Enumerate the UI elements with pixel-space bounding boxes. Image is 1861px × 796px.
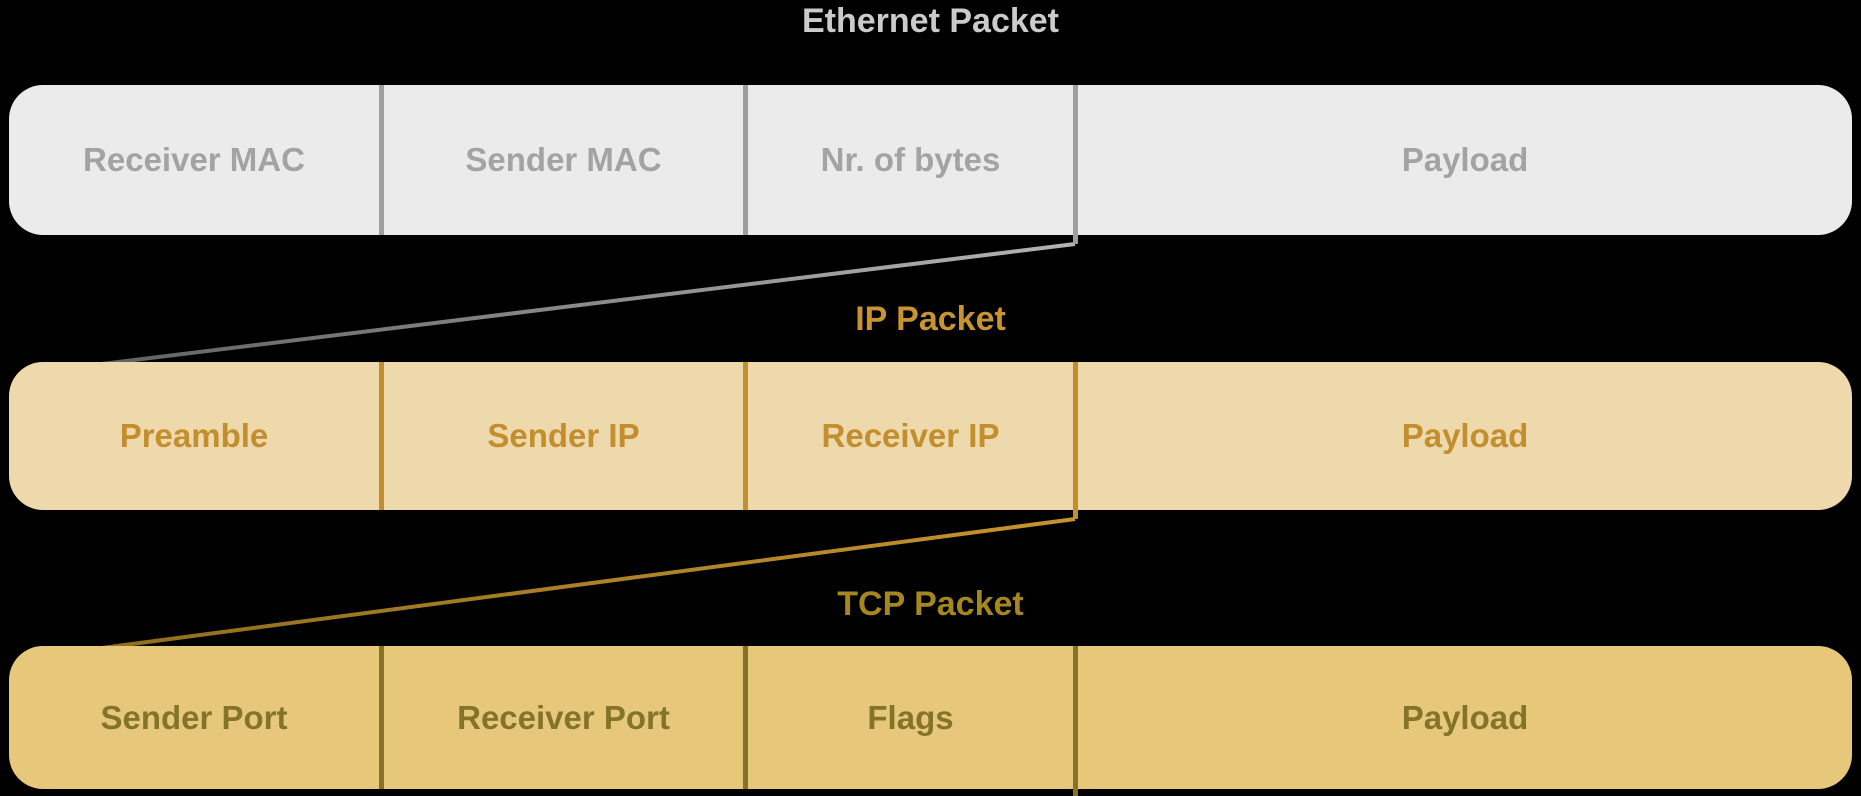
field-preamble: Preamble: [119, 417, 269, 454]
field-sender-mac: Sender MAC: [465, 141, 662, 178]
field-sender-ip: Sender IP: [487, 417, 640, 454]
ip-packet-bar: Preamble Sender IP Receiver IP Payload: [9, 362, 1852, 519]
field-divider: [1073, 646, 1078, 796]
field-ethernet-payload: Payload: [1401, 141, 1529, 178]
tcp-packet-bar: Sender Port Receiver Port Flags Payload: [9, 646, 1852, 796]
field-receiver-port: Receiver Port: [457, 698, 670, 736]
field-divider: [743, 362, 748, 510]
field-receiver-ip: Receiver IP: [821, 417, 1000, 454]
ip-packet-title: IP Packet: [855, 300, 1006, 338]
field-divider: [1073, 362, 1078, 519]
field-ip-payload: Payload: [1401, 417, 1529, 454]
tcp-packet-title: TCP Packet: [837, 585, 1024, 623]
field-divider: [1073, 85, 1078, 244]
field-receiver-mac: Receiver MAC: [83, 141, 305, 178]
ip-to-tcp-connector-line: [101, 517, 1076, 650]
ethernet-packet-title: Ethernet Packet: [802, 2, 1059, 40]
field-tcp-payload: Payload: [1401, 698, 1529, 736]
field-divider: [743, 646, 748, 789]
field-divider: [379, 362, 384, 510]
ethernet-packet-bar: Receiver MAC Sender MAC Nr. of bytes Pay…: [9, 85, 1852, 244]
field-flags: Flags: [867, 698, 954, 736]
field-sender-port: Sender Port: [100, 698, 288, 736]
field-nr-of-bytes: Nr. of bytes: [820, 141, 1001, 178]
field-divider: [379, 646, 384, 789]
field-divider: [379, 85, 384, 235]
field-divider: [743, 85, 748, 235]
